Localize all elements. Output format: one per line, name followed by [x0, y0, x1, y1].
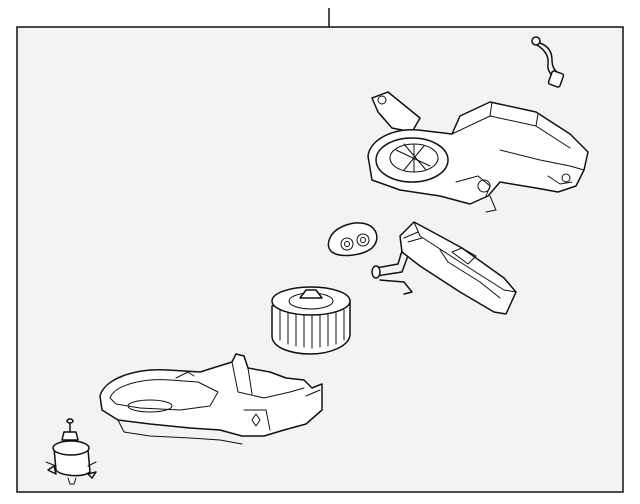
resistor-grommet[interactable]: [327, 222, 378, 257]
wire-sensor-connector[interactable]: [531, 36, 565, 88]
heater-core[interactable]: [371, 221, 517, 315]
diagram-panel: [16, 26, 624, 493]
blower-fan-wheel[interactable]: [271, 286, 351, 355]
blower-motor[interactable]: [45, 418, 97, 485]
blower-lower-case[interactable]: [99, 353, 323, 445]
blower-upper-case[interactable]: [367, 91, 589, 213]
